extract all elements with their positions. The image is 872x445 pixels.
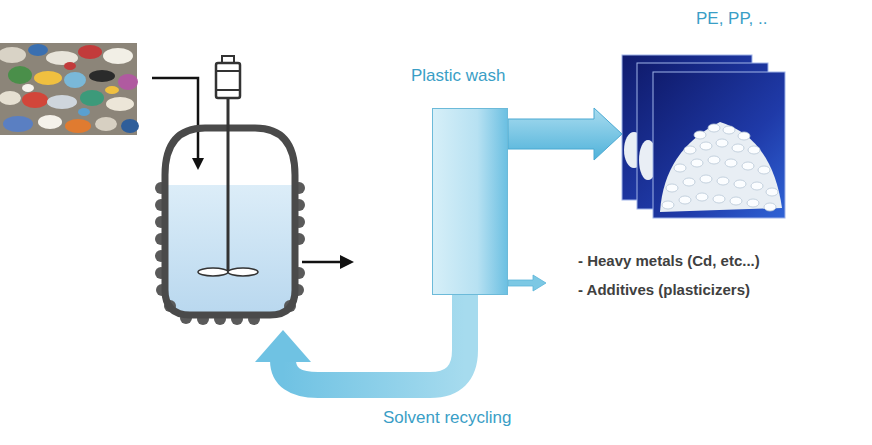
residue-note: - Heavy metals (Cd, etc...): [578, 252, 760, 269]
pellet: [683, 178, 695, 186]
waste-piece: [64, 72, 86, 88]
motor-band: [216, 89, 240, 91]
waste-piece: [89, 70, 115, 82]
waste-piece: [103, 48, 133, 64]
waste-piece: [121, 119, 139, 133]
reactor-vessel: [165, 128, 295, 315]
waste-piece: [47, 95, 77, 109]
feed-arrow: [152, 78, 198, 160]
pellet: [730, 197, 742, 205]
waste-piece: [0, 91, 21, 105]
pellet: [700, 175, 712, 183]
pellet: [758, 166, 770, 174]
waste-piece: [38, 115, 62, 129]
wash-column: Plastic wash: [432, 108, 508, 295]
waste-piece: [64, 62, 76, 70]
pellet: [734, 180, 746, 188]
reactor-liquid: [160, 185, 300, 325]
motor-band: [216, 70, 240, 72]
residue-note: - Additives (plasticizers): [578, 281, 750, 298]
pellet-photos: [622, 55, 785, 218]
pellet: [700, 142, 712, 150]
impeller-blade: [198, 268, 228, 276]
waste-piece: [106, 97, 134, 111]
pellet: [717, 177, 729, 185]
pellet: [725, 159, 737, 167]
impeller-blade: [228, 268, 258, 276]
arrow-head: [192, 158, 204, 170]
pellet: [766, 188, 778, 196]
waste-piece: [28, 44, 48, 56]
pellet: [684, 146, 696, 154]
pellet: [708, 156, 720, 164]
pellet: [748, 146, 760, 154]
node-heading: Plastic wash: [411, 66, 505, 86]
pellets: [662, 124, 778, 211]
waste-piece: [0, 47, 26, 63]
pellet: [691, 159, 703, 167]
pellet: [742, 162, 754, 170]
pellet: [732, 144, 744, 152]
waste-piece: [22, 92, 48, 108]
waste-piece: [65, 119, 91, 133]
photo-layer: [653, 72, 785, 218]
pellet: [747, 199, 759, 207]
waste-photo: [0, 43, 139, 135]
pellet: [666, 184, 678, 192]
recycle-arrow: [283, 295, 465, 385]
stirred-reactor: [155, 56, 305, 325]
pellet: [679, 196, 691, 204]
waste-piece: [78, 108, 90, 116]
waste-piece: [78, 45, 102, 59]
waste-piece: [34, 71, 62, 85]
pellet: [764, 203, 776, 211]
heating-jacket: [155, 182, 305, 325]
residue-arrow: [508, 275, 546, 291]
waste-piece: [3, 116, 33, 132]
arrow-head: [340, 255, 354, 269]
pellet: [738, 132, 750, 140]
pellet: [674, 164, 686, 172]
stirrer-motor: [216, 63, 240, 98]
stirrer-shaft: [227, 98, 230, 272]
pellet: [713, 195, 725, 203]
arrow-head: [255, 330, 311, 362]
pellet: [696, 193, 708, 201]
pellet-heap: [660, 122, 782, 212]
pellet: [662, 201, 674, 209]
waste-piece: [118, 74, 138, 90]
waste-piece: [95, 117, 117, 131]
pellet: [694, 131, 706, 139]
outlet-arrow: [302, 261, 342, 264]
connector-layer: [508, 108, 622, 160]
node-heading: PE, PP, ..: [696, 9, 768, 29]
waste-piece: [22, 84, 34, 92]
waste-piece: [8, 66, 32, 84]
pellet: [716, 139, 728, 147]
pellet-photo: PE, PP, ..: [622, 55, 787, 220]
pellet: [751, 182, 763, 190]
flow-label: Solvent recycling: [383, 408, 512, 428]
pellet: [708, 124, 720, 132]
pellet: [723, 126, 735, 134]
waste-piece: [105, 86, 119, 94]
flow-arrow: [508, 108, 622, 160]
waste-piece: [80, 90, 104, 106]
